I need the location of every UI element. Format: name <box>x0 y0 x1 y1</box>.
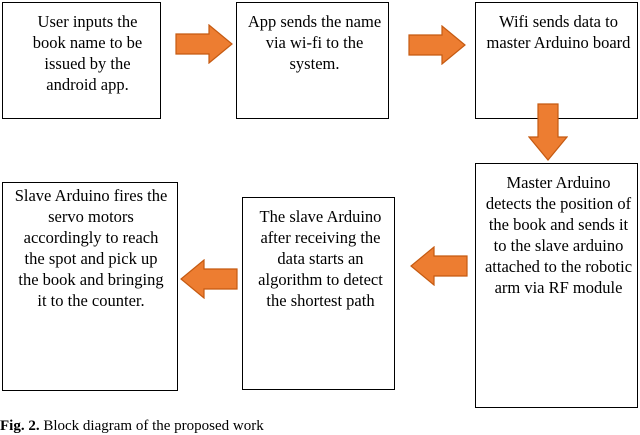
figure-caption-text: Block diagram of the proposed work <box>43 418 264 434</box>
arrow-left-2-shape <box>180 259 238 299</box>
figure-caption-label: Fig. 2. <box>0 418 40 434</box>
step-slave-algorithm-text: The slave Arduino after receiving the da… <box>258 207 383 310</box>
step-app-sends-box: App sends the name via wi-fi to the syst… <box>236 2 389 119</box>
step-master-arduino-text: Master Arduino detects the position of t… <box>484 173 633 297</box>
step-app-sends-text: App sends the name via wi-fi to the syst… <box>247 12 382 73</box>
figure-caption: Fig. 2. Block diagram of the proposed wo… <box>0 418 264 435</box>
step-wifi-sends-box: Wifi sends data to master Arduino board <box>475 2 638 119</box>
arrow-left-1-icon <box>410 246 468 286</box>
arrow-down-icon <box>528 103 568 161</box>
step-slave-servo-text: Slave Arduino fires the servo motors acc… <box>14 186 168 310</box>
arrow-right-2-icon <box>408 25 466 65</box>
step-user-input-text: User inputs the book name to be issued b… <box>32 12 143 94</box>
step-wifi-sends-text: Wifi sends data to master Arduino board <box>486 12 631 52</box>
arrow-left-1-shape <box>410 246 468 286</box>
arrow-right-1-icon <box>175 24 233 64</box>
arrow-left-2-icon <box>180 259 238 299</box>
arrow-right-2-shape <box>408 25 466 65</box>
arrow-right-1-shape <box>175 24 233 64</box>
arrow-down-shape <box>528 103 568 161</box>
step-slave-servo-box: Slave Arduino fires the servo motors acc… <box>2 182 178 391</box>
step-slave-algorithm-box: The slave Arduino after receiving the da… <box>242 197 395 390</box>
step-master-arduino-box: Master Arduino detects the position of t… <box>475 163 638 408</box>
step-user-input-box: User inputs the book name to be issued b… <box>2 2 161 119</box>
